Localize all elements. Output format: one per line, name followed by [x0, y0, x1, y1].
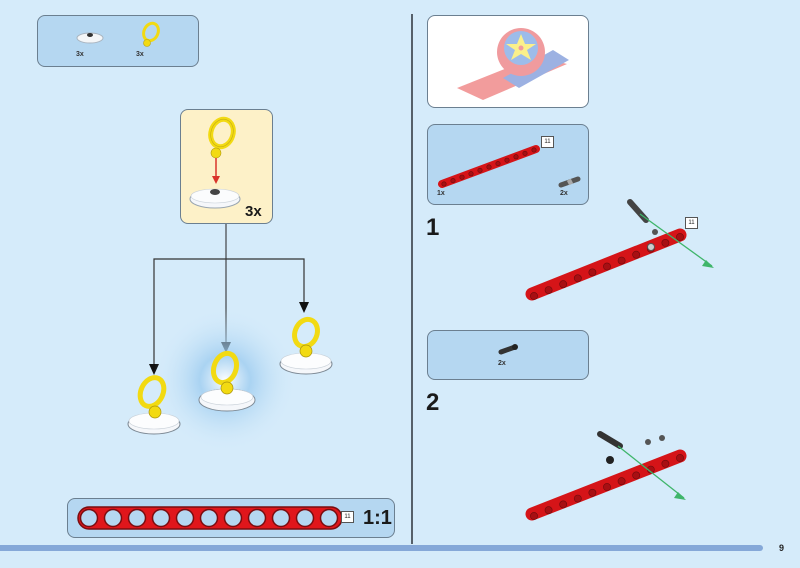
ring-hook-icon — [142, 21, 160, 47]
assembled-hook-left — [127, 375, 181, 435]
plate-quantity: 3x — [76, 51, 84, 58]
beam-hole — [603, 262, 611, 271]
step-number-2: 2 — [426, 389, 440, 416]
beam-hole — [588, 488, 597, 497]
page-number: 9 — [779, 543, 785, 553]
subassembly-panel: 3x — [180, 109, 273, 224]
beam-1to1-icon — [77, 506, 343, 530]
round-plate-icon — [189, 188, 241, 209]
beam-hole — [632, 250, 641, 259]
ruler-hole — [295, 508, 315, 528]
ruler-hole — [103, 508, 123, 528]
assembled-hook-center — [198, 350, 256, 412]
ring-quantity: 3x — [136, 51, 144, 58]
beam-hole — [468, 171, 474, 177]
beam-hole — [559, 280, 568, 289]
black-axle-pin-icon — [498, 344, 518, 355]
model-preview-panel — [427, 15, 589, 108]
beam-hole — [544, 286, 553, 294]
beam-hole — [588, 268, 597, 277]
beam-hole — [661, 239, 670, 247]
page-divider — [411, 14, 413, 544]
beam-hole — [573, 494, 582, 503]
step-number-1: 1 — [426, 214, 440, 241]
step2-assembly — [525, 431, 687, 521]
ruler-hole — [319, 508, 339, 528]
beam-hole — [676, 233, 684, 241]
insertion-arrow-icon — [212, 158, 220, 184]
beam-length-tag: 11 — [541, 136, 554, 148]
step2-parts-panel: 2x — [427, 330, 589, 380]
parts-callout-panel: 3x 3x — [37, 15, 199, 67]
ruler-hole — [151, 508, 171, 528]
ruler-hole — [127, 508, 147, 528]
beam-hole — [617, 477, 626, 486]
distribution-arrows — [149, 224, 309, 375]
ruler-hole — [199, 508, 219, 528]
beam-hole — [477, 167, 483, 173]
beam-hole — [544, 506, 553, 515]
subassembly-multiplier: 3x — [245, 203, 262, 220]
scale-ruler-panel: 11 1:1 — [67, 498, 395, 538]
beam-hole — [661, 459, 670, 468]
beam-hole — [450, 178, 456, 184]
beam-hole — [676, 454, 684, 462]
beam-hole — [486, 164, 492, 170]
axle-pin-icon — [558, 176, 581, 188]
ruler-hole — [175, 508, 195, 528]
beam-hole — [459, 174, 465, 180]
axle-pin-quantity: 2x — [560, 190, 568, 197]
ruler-hole — [223, 508, 243, 528]
arrowhead-right — [299, 302, 309, 313]
beam-hole — [441, 181, 447, 187]
model-preview-icon — [457, 28, 569, 100]
beam-hole — [531, 147, 537, 153]
beam-hole — [522, 150, 528, 156]
round-plate-icon — [76, 32, 104, 44]
beam-hole — [603, 483, 611, 491]
step1-parts-panel: 11 1x 2x — [427, 124, 589, 205]
beam-hole — [617, 256, 626, 265]
beam-hole — [530, 292, 538, 300]
beam-hole — [504, 157, 510, 163]
beam-hole — [632, 471, 641, 480]
beam-hole — [495, 161, 501, 167]
footer-progress-bar — [0, 545, 763, 551]
assembled-hook-right — [279, 316, 333, 375]
ruler-hole — [247, 508, 267, 528]
length-tag: 11 — [341, 511, 354, 523]
beam-quantity: 1x — [437, 190, 445, 197]
beam-hole — [559, 500, 568, 509]
ring-hook-icon — [208, 116, 236, 159]
scale-label: 1:1 — [363, 507, 392, 529]
pin-quantity: 2x — [498, 360, 506, 367]
red-beam-icon — [438, 145, 540, 188]
beam-hole — [513, 154, 519, 160]
step1-assembly — [525, 199, 714, 301]
ruler-hole — [79, 508, 99, 528]
step1-length-tag: 11 — [685, 217, 698, 229]
beam-hole — [573, 274, 582, 283]
ruler-hole — [271, 508, 291, 528]
beam-hole — [530, 512, 538, 520]
